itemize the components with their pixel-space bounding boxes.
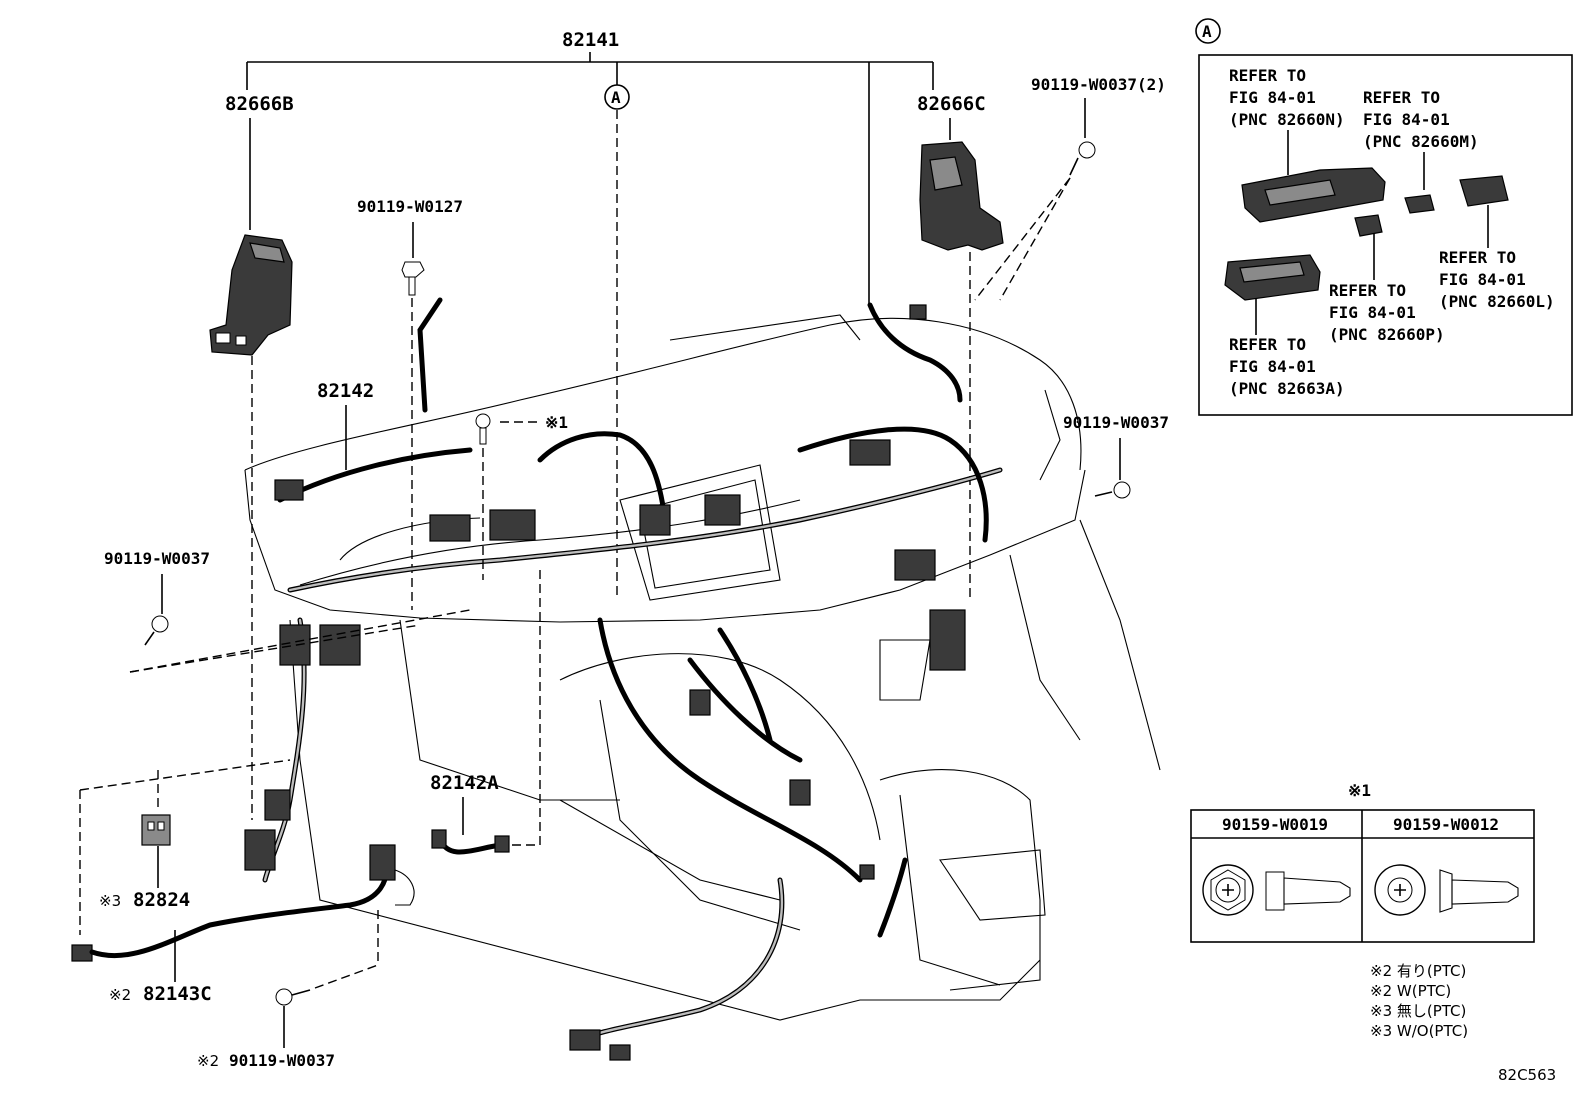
circle-a-callout: A — [604, 62, 630, 600]
harness-connectors — [244, 304, 966, 1061]
part-82143C — [71, 844, 415, 962]
label-90119-W0037-right: 90119-W0037 — [1063, 413, 1169, 432]
part-82824 — [141, 814, 171, 846]
svg-text:FIG 84-01: FIG 84-01 — [1229, 88, 1316, 107]
fastener-col2: 90159-W0012 — [1393, 815, 1499, 834]
svg-text:A: A — [611, 88, 621, 107]
inset-ref-82663A: REFER TO FIG 84-01 (PNC 82663A) — [1229, 335, 1345, 398]
label-90119-W0037-2: 90119-W0037(2) — [1031, 75, 1166, 94]
label-90119-W0037-bottom: 90119-W0037 — [229, 1051, 335, 1070]
part-82666B — [209, 234, 293, 356]
label-82141: 82141 — [562, 29, 619, 51]
svg-text:REFER TO: REFER TO — [1229, 66, 1306, 85]
inset-ref-82660M: REFER TO FIG 84-01 (PNC 82660M) — [1363, 88, 1479, 151]
screw-90119-W0037-left — [144, 615, 169, 646]
ptc-legend: ※2 有り(PTC) ※2 W(PTC) ※3 無し(PTC) ※3 W/O(P… — [1370, 962, 1468, 1040]
svg-text:FIG 84-01: FIG 84-01 — [1329, 303, 1416, 322]
inset-ref-82660L: REFER TO FIG 84-01 (PNC 82660L) — [1439, 248, 1555, 311]
label-90119-W0127: 90119-W0127 — [357, 197, 463, 216]
svg-text:(PNC 82663A): (PNC 82663A) — [1229, 379, 1345, 398]
svg-text:REFER TO: REFER TO — [1439, 248, 1516, 267]
note1-marker: ※1 — [545, 413, 568, 432]
label-82824: 82824 — [133, 889, 190, 911]
figure-code: 82C563 — [1498, 1066, 1556, 1084]
bracket-82141 — [246, 52, 934, 305]
svg-text:REFER TO: REFER TO — [1229, 335, 1306, 354]
svg-text:FIG 84-01: FIG 84-01 — [1363, 110, 1450, 129]
svg-text:FIG 84-01: FIG 84-01 — [1229, 357, 1316, 376]
svg-text:※3 W/O(PTC): ※3 W/O(PTC) — [1370, 1022, 1468, 1040]
label-82666C: 82666C — [917, 93, 986, 115]
svg-text:FIG 84-01: FIG 84-01 — [1439, 270, 1526, 289]
svg-text:※2 W(PTC): ※2 W(PTC) — [1370, 982, 1451, 1000]
screw-90119-W0037-right — [1094, 481, 1131, 499]
label-82142A: 82142A — [430, 772, 499, 794]
svg-text:(PNC 82660L): (PNC 82660L) — [1439, 292, 1555, 311]
fastener-table-marker: ※1 — [1348, 781, 1371, 800]
label-82666B: 82666B — [225, 93, 294, 115]
svg-text:REFER TO: REFER TO — [1329, 281, 1406, 300]
label-90119-W0037-left: 90119-W0037 — [104, 549, 210, 568]
inset-ref-82660N: REFER TO FIG 84-01 (PNC 82660N) — [1229, 66, 1345, 129]
inset-ref-82660P: REFER TO FIG 84-01 (PNC 82660P) — [1329, 281, 1445, 344]
screw-90119-W0037-2 — [1069, 141, 1096, 176]
svg-text:(PNC 82660P): (PNC 82660P) — [1329, 325, 1445, 344]
screw-90119-W0037-bottom — [275, 988, 311, 1006]
screw-note1 — [475, 413, 540, 580]
note-90119-W0037-bottom-marker: ※2 — [197, 1052, 219, 1070]
bolt-90159-W0019 — [1202, 864, 1351, 916]
part-82142A — [431, 829, 510, 855]
harness-82141 — [262, 297, 1003, 1043]
label-82142: 82142 — [317, 380, 374, 402]
bolt-90159-W0012 — [1374, 864, 1519, 916]
svg-text:A: A — [1202, 22, 1212, 41]
note-82824-marker: ※3 — [99, 892, 121, 910]
svg-text:※2 有り(PTC): ※2 有り(PTC) — [1370, 962, 1466, 980]
screw-90119-W0127 — [401, 261, 425, 296]
part-82666C — [919, 141, 1004, 251]
inset-parts — [1224, 130, 1509, 335]
label-82143C: 82143C — [143, 983, 212, 1005]
inset-a: A — [1195, 18, 1573, 416]
svg-text:(PNC 82660M): (PNC 82660M) — [1363, 132, 1479, 151]
fastener-col1: 90159-W0019 — [1222, 815, 1328, 834]
svg-text:※3 無し(PTC): ※3 無し(PTC) — [1370, 1002, 1466, 1020]
dashboard-body — [244, 314, 1161, 1021]
svg-text:REFER TO: REFER TO — [1363, 88, 1440, 107]
note-82143C-marker: ※2 — [109, 986, 131, 1004]
svg-text:(PNC 82660N): (PNC 82660N) — [1229, 110, 1345, 129]
